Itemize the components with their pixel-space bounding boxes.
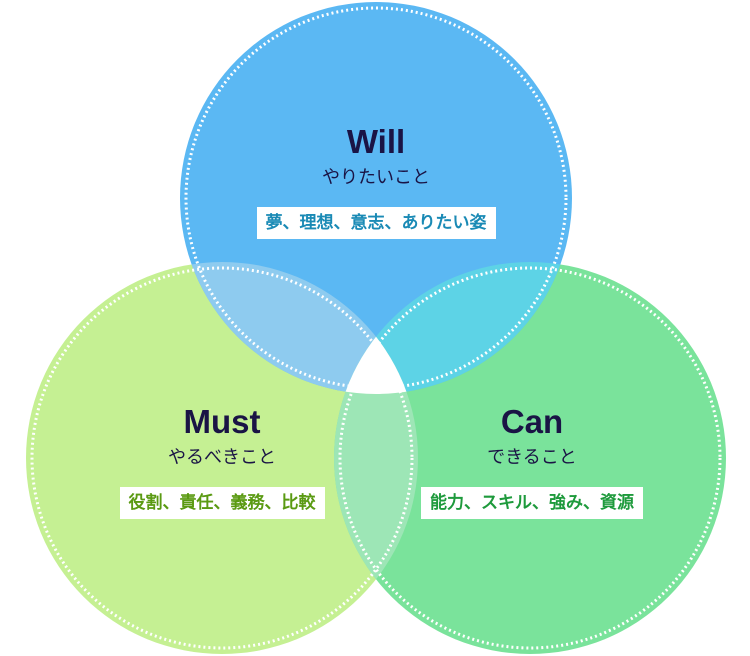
will-subtitle: やりたいこと	[322, 167, 430, 188]
will-dotted-border	[184, 6, 568, 390]
will-tag: 夢、理想、意志、ありたい姿	[256, 207, 496, 239]
will-must-overlap	[180, 262, 418, 394]
can-dotted-border	[338, 266, 722, 650]
must-subtitle: やるべきこと	[168, 447, 276, 468]
will-group: Will やりたいこと 夢、理想、意志、ありたい姿	[226, 123, 526, 239]
can-title: Can	[500, 403, 564, 440]
can-subtitle: できること	[487, 447, 577, 468]
will-can-overlap	[334, 262, 572, 394]
can-tag: 能力、スキル、強み、資源	[421, 487, 643, 519]
can-group: Can できること 能力、スキル、強み、資源	[382, 403, 682, 519]
must-tag: 役割、責任、義務、比較	[119, 487, 325, 519]
must-title: Must	[183, 403, 261, 440]
must-dotted-border	[30, 266, 414, 650]
must-group: Must やるべきこと 役割、責任、義務、比較	[72, 403, 372, 519]
will-title: Will	[346, 123, 406, 160]
